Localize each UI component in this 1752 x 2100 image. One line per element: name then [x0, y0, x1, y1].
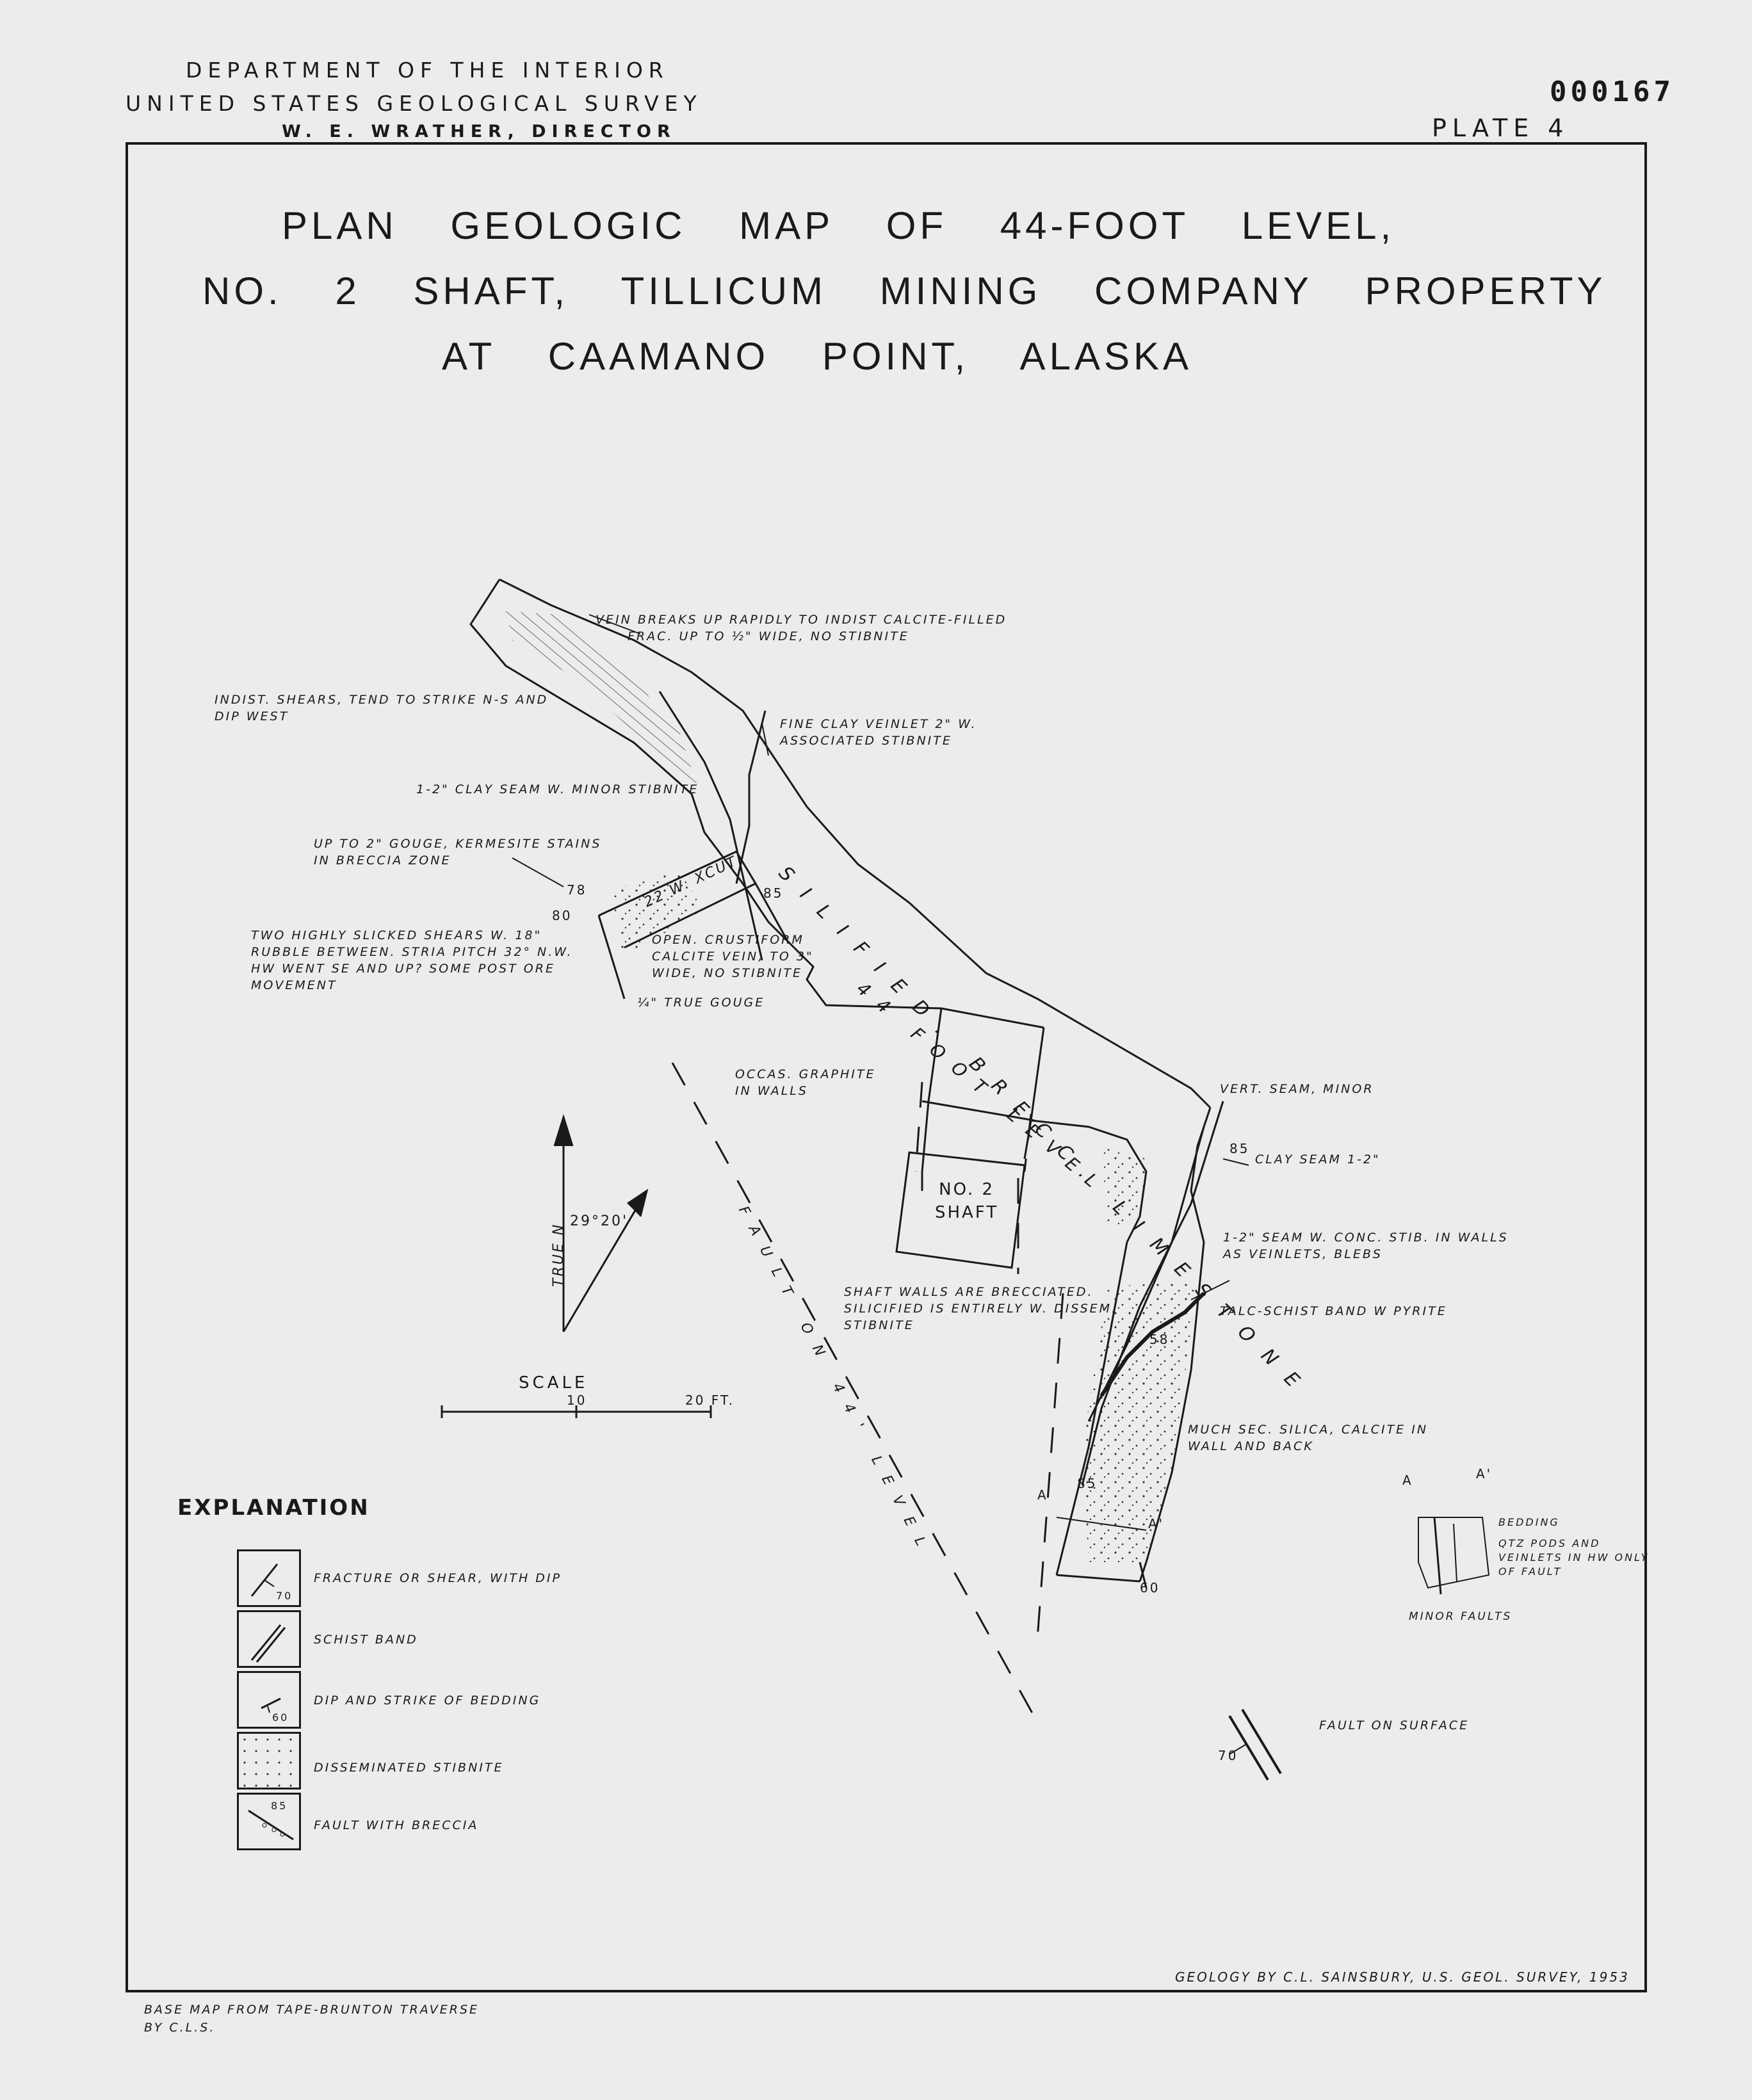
dip-80: 80	[552, 908, 572, 923]
section-a-label: A	[1037, 1487, 1048, 1503]
declination-label: 29°20'	[570, 1213, 629, 1229]
fault-dashed-lines	[671, 1062, 1064, 1723]
schist-band-area	[506, 611, 698, 788]
note-shaft-walls: SHAFT WALLS ARE BRECCIATED.SILICIFIED IS…	[844, 1285, 1118, 1332]
legend-label-schist: SCHIST BAND	[314, 1633, 418, 1647]
note-true-gouge: ¼" TRUE GOUGE	[637, 996, 765, 1010]
map-frame	[126, 142, 1647, 1992]
true-north-label: TRUE N	[551, 1222, 567, 1287]
department-label: DEPARTMENT OF THE INTERIOR	[186, 58, 669, 83]
title-line-3: AT CAAMANO POINT, ALASKA	[442, 335, 1193, 378]
note-bedding: BEDDING	[1498, 1516, 1560, 1528]
title-line-2: NO. 2 SHAFT, TILLICUM MINING COMPANY PRO…	[202, 270, 1607, 312]
director-label: W. E. WRATHER, DIRECTOR	[282, 122, 676, 141]
title-line-1: PLAN GEOLOGIC MAP OF 44-FOOT LEVEL,	[282, 204, 1395, 247]
scale-end: 20 FT.	[685, 1393, 735, 1408]
survey-label: UNITED STATES GEOLOGICAL SURVEY	[126, 91, 702, 116]
note-clay-seam-2: CLAY SEAM 1-2"	[1255, 1152, 1381, 1167]
dip-70: 70	[1218, 1748, 1238, 1763]
note-two-shears: TWO HIGHLY SLICKED SHEARS W. 18"RUBBLE B…	[251, 928, 573, 992]
legend-swatch-fault-breccia: 85	[237, 1793, 301, 1850]
dip-85-c: 85	[1077, 1476, 1098, 1491]
dip-60: 60	[1140, 1580, 1160, 1595]
scale-bar	[441, 1405, 712, 1418]
plate-label: PLATE 4	[1432, 114, 1570, 142]
north-arrow	[553, 1113, 649, 1332]
section-detail	[1418, 1517, 1490, 1595]
legend-label-stibnite: DISSEMINATED STIBNITE	[314, 1761, 504, 1775]
detail-section-a: A	[1402, 1473, 1413, 1488]
dip-85-b: 85	[1229, 1141, 1250, 1156]
scale-title: SCALE	[519, 1373, 588, 1393]
note-clay-seam: 1-2" CLAY SEAM W. MINOR STIBNITE	[416, 782, 699, 796]
note-fine-clay-veinlet: FINE CLAY VEINLET 2" W.ASSOCIATED STIBNI…	[780, 717, 977, 748]
shaft-outline	[895, 1151, 1026, 1269]
legend-swatch-bedding: 60	[237, 1671, 301, 1729]
legend-label-fault-breccia: FAULT WITH BRECCIA	[314, 1818, 479, 1832]
leader-lines	[512, 614, 1249, 1300]
stibnite-area-xcut	[612, 871, 704, 954]
scale-mid: 10	[567, 1393, 587, 1408]
stibnite-area-1	[1101, 1146, 1146, 1229]
legend-swatch-fracture: 70	[237, 1549, 301, 1607]
note-talc-schist: TALC-SCHIST BAND W PYRITE	[1220, 1304, 1447, 1318]
note-minor-faults: MINOR FAULTS	[1409, 1610, 1513, 1623]
note-fault-on-surface: FAULT ON SURFACE	[1319, 1718, 1470, 1732]
note-vert-seam: VERT. SEAM, MINOR	[1220, 1082, 1374, 1096]
legend-swatch-stibnite	[237, 1732, 301, 1789]
dip-85-a: 85	[763, 885, 784, 901]
geology-credit: GEOLOGY BY C.L. SAINSBURY, U.S. GEOL. SU…	[1175, 1969, 1630, 1985]
fractures	[658, 691, 1224, 1588]
legend-label-fracture: FRACTURE OR SHEAR, WITH DIP	[314, 1571, 562, 1585]
legend-swatch-schist	[237, 1610, 301, 1668]
surface-fault-symbol	[1228, 1708, 1282, 1781]
legend-label-bedding: DIP AND STRIKE OF BEDDING	[314, 1693, 541, 1708]
dip-58: 58	[1149, 1332, 1170, 1347]
detail-section-a-prime: A'	[1476, 1466, 1493, 1482]
dip-78: 78	[567, 882, 587, 898]
document-number: 000167	[1550, 76, 1675, 108]
section-a-prime-label: A'	[1148, 1516, 1165, 1531]
stibnite-area-2	[1082, 1280, 1197, 1562]
note-vein-breaks: VEIN BREAKS UP RAPIDLY TO INDIST CALCITE…	[596, 613, 1007, 643]
explanation-title: EXPLANATION	[177, 1495, 370, 1521]
